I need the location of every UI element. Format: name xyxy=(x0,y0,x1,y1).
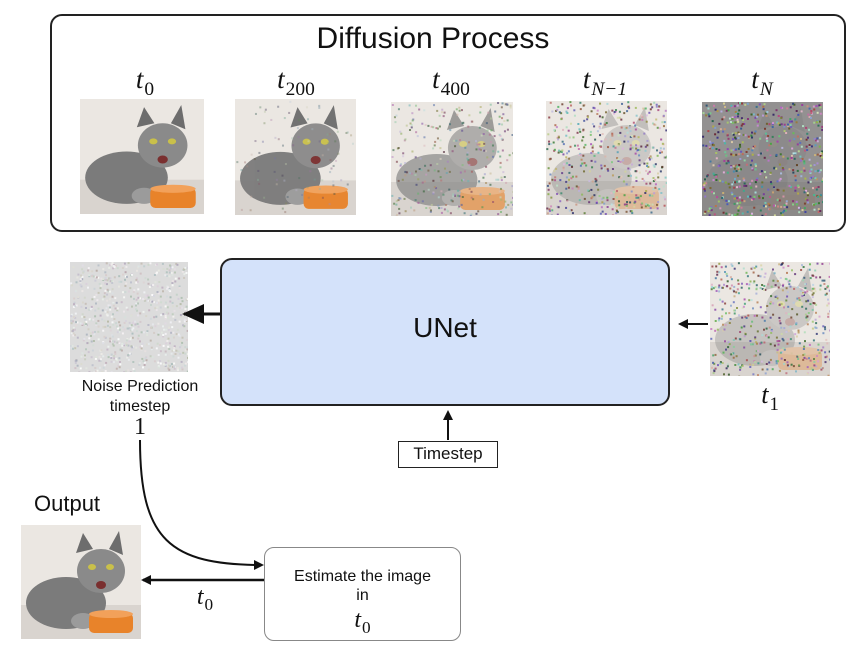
step-label-t200: t200 xyxy=(277,64,315,100)
output-cat-image xyxy=(21,525,141,639)
estimate-line2: in xyxy=(356,587,369,604)
step-label-tn-1: tN−1 xyxy=(582,64,628,100)
cat-image-t200 xyxy=(235,99,356,215)
arrow-noise-to-estimate xyxy=(139,439,264,570)
output-label: Output xyxy=(34,491,101,516)
output-arrow-label: t0 xyxy=(196,584,214,615)
input-step-label: t1 xyxy=(761,380,779,415)
cat-image-t0 xyxy=(80,99,204,214)
step-label-t400: t400 xyxy=(432,64,470,100)
noise-prediction-timestep-value: 1 xyxy=(134,414,146,440)
noise-prediction-line1: Noise Prediction xyxy=(81,378,199,395)
noise-prediction-caption: Noise Prediction timestep xyxy=(40,377,240,417)
step-label-tn: tN xyxy=(751,64,773,100)
unet-label: UNet xyxy=(413,312,477,343)
estimate-box xyxy=(264,547,461,641)
step-label-t0: t0 xyxy=(135,64,155,100)
diffusion-title: Diffusion Process xyxy=(316,22,550,55)
noise-image-tn xyxy=(702,102,823,216)
noise-prediction-line2: timestep xyxy=(109,398,171,415)
cat-image-tn-1 xyxy=(546,101,667,215)
unet-block xyxy=(220,258,670,406)
timestep-box: Timestep xyxy=(398,441,498,468)
cat-image-t1 xyxy=(710,262,830,376)
noise-prediction-image xyxy=(70,262,188,372)
cat-image-t400 xyxy=(391,102,513,216)
estimate-line1: Estimate the image xyxy=(294,568,431,585)
estimate-step-label: t0 xyxy=(354,607,371,638)
estimate-text: Estimate the image in xyxy=(264,567,461,605)
diffusion-process-panel xyxy=(50,14,846,232)
